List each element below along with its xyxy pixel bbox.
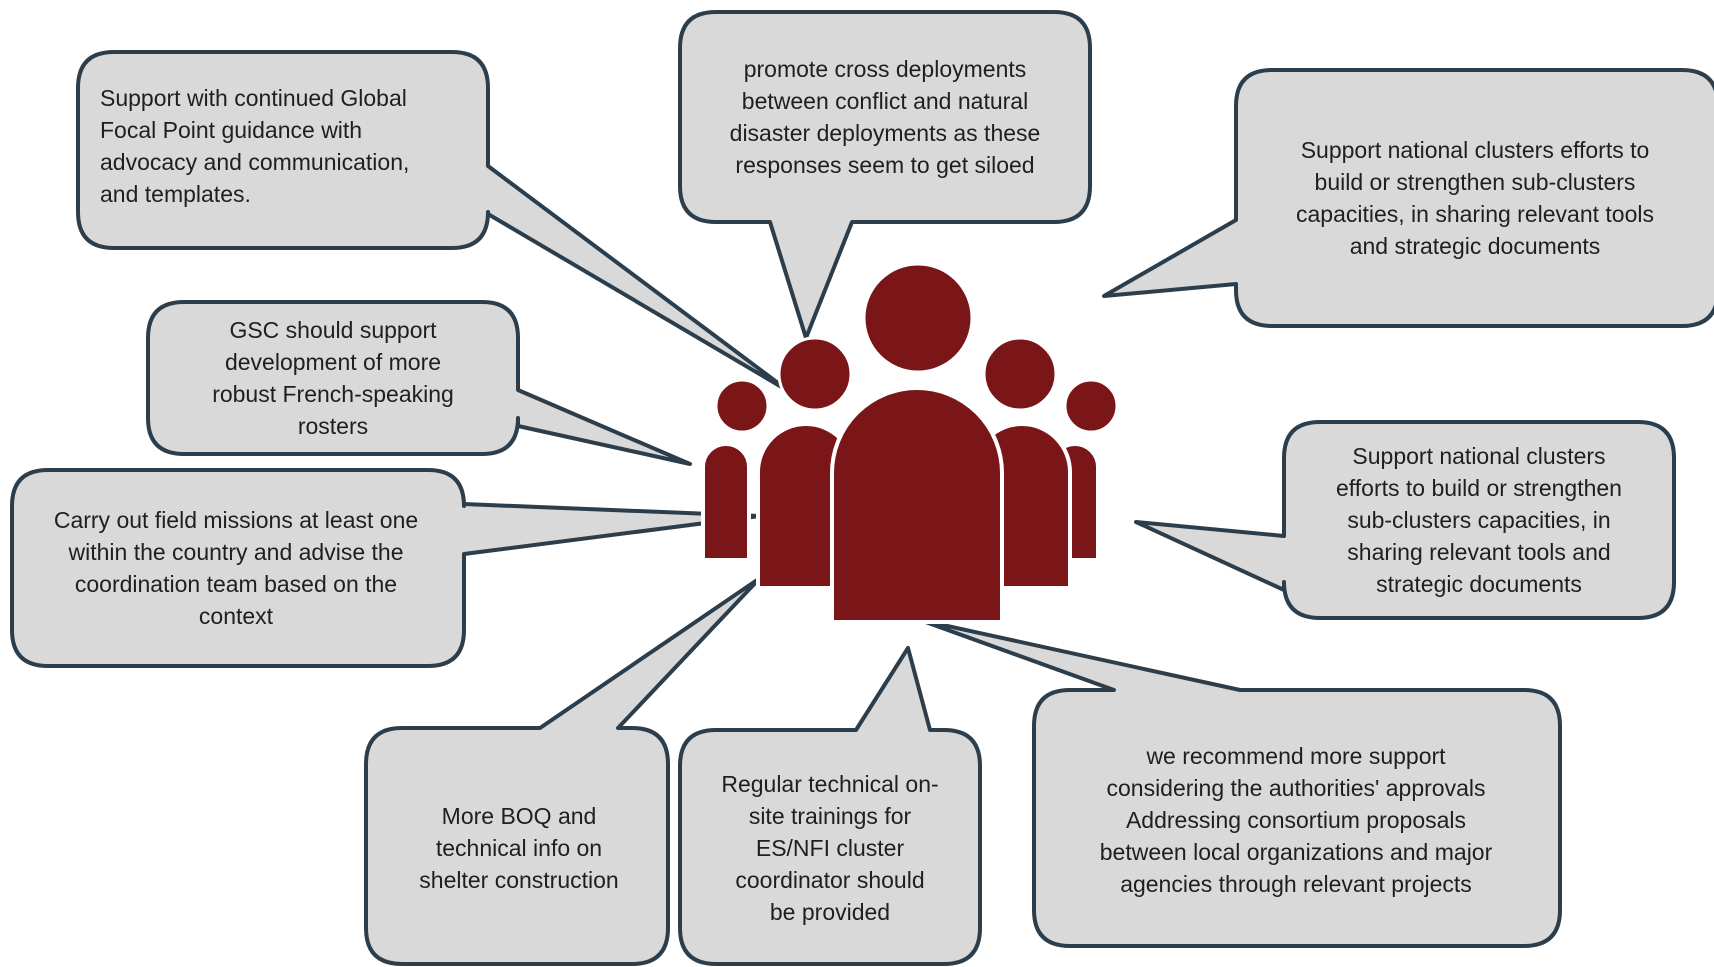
callout-bubble-cross-deployments	[678, 10, 1092, 340]
person-right-head	[982, 336, 1058, 412]
bubble-text-boq-info: More BOQ and technical info on shelter c…	[372, 732, 666, 964]
callout-bubble-french-rosters	[146, 300, 692, 466]
group-of-people-icon	[701, 262, 1119, 624]
callout-bubbles	[10, 10, 1714, 966]
person-far-left-head	[714, 378, 770, 434]
bubble-label: Carry out field missions at least one wi…	[53, 507, 419, 629]
bubble-label: Support national clusters efforts to bui…	[1296, 137, 1654, 259]
bubble-text-national-clusters-top: Support national clusters efforts to bui…	[1240, 72, 1710, 324]
bubble-text-national-clusters-right: Support national clusters efforts to bui…	[1290, 424, 1668, 616]
bubble-label: More BOQ and technical info on shelter c…	[419, 803, 619, 893]
person-center-body	[830, 386, 1004, 624]
bubble-label: promote cross deployments between confli…	[729, 56, 1041, 178]
bubble-text-onsite-trainings: Regular technical on- site trainings for…	[684, 732, 976, 964]
bubble-text-cross-deployments: promote cross deployments between confli…	[684, 14, 1086, 220]
callout-bubble-more-support	[918, 618, 1562, 948]
callout-bubble-global-focal-point	[76, 50, 792, 394]
person-center-head	[862, 262, 974, 374]
callout-bubble-national-clusters-top	[1102, 68, 1714, 328]
callout-bubble-boq-info	[364, 576, 762, 966]
callout-bubble-onsite-trainings	[678, 646, 982, 966]
callout-bubble-national-clusters-right	[1134, 420, 1676, 620]
callout-bubble-field-missions	[10, 468, 762, 668]
person-left-head	[777, 336, 853, 412]
person-far-right-head	[1063, 378, 1119, 434]
bubble-text-field-missions: Carry out field missions at least one wi…	[16, 474, 456, 662]
bubble-label: we recommend more support considering th…	[1099, 743, 1493, 897]
bubble-label: Support with continued Global Focal Poin…	[100, 85, 410, 207]
bubble-text-more-support: we recommend more support considering th…	[1040, 692, 1552, 948]
bubble-label: GSC should support development of more r…	[212, 317, 454, 439]
person-center	[830, 262, 1004, 624]
person-far-left	[701, 378, 770, 562]
bubble-text-french-rosters: GSC should support development of more r…	[152, 304, 514, 452]
person-far-left-body	[701, 442, 751, 562]
bubble-label: Support national clusters efforts to bui…	[1336, 443, 1622, 597]
bubble-label: Regular technical on- site trainings for…	[721, 771, 939, 925]
bubble-text-global-focal-point: Support with continued Global Focal Poin…	[100, 56, 480, 236]
